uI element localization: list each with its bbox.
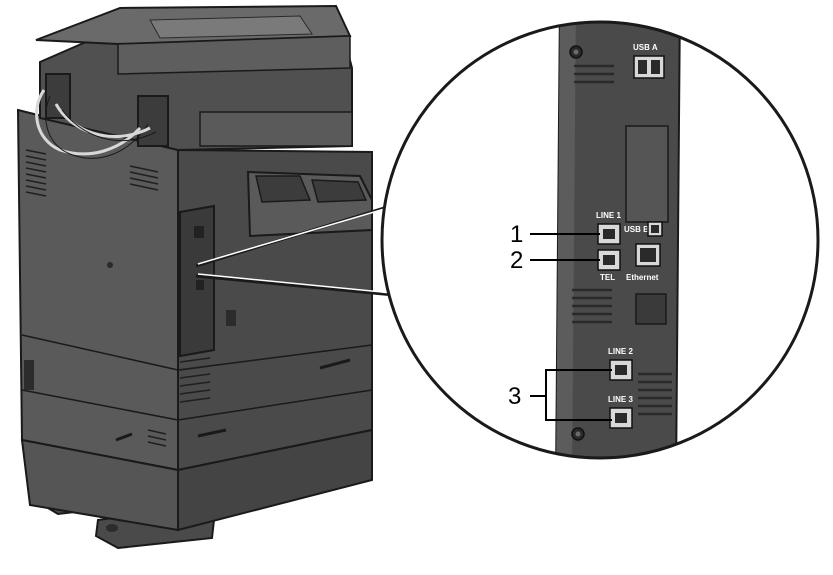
zoomed-connection-panel: USB A LINE 1 USB B TEL Ethernet [554, 22, 682, 458]
line2-label: LINE 2 [608, 347, 633, 356]
line3-label: LINE 3 [608, 395, 633, 404]
callout-2-number: 2 [510, 247, 523, 274]
usb-a-label: USB A [633, 43, 658, 52]
tel-label: TEL [600, 273, 615, 282]
back-vents [25, 149, 211, 447]
printer-illustration [16, 4, 373, 550]
line1-label: LINE 1 [596, 211, 621, 220]
callout-3: 3 [508, 369, 612, 421]
callout-2: 2 [510, 247, 600, 274]
cable-hooks [35, 73, 169, 159]
usb-b-label: USB B [624, 225, 649, 234]
callout-3-number: 3 [508, 383, 521, 410]
callout-1-number: 1 [510, 221, 523, 248]
zoom-circle-outline [380, 20, 820, 460]
output-tray [246, 170, 373, 238]
zoom-connector-lines [195, 198, 411, 298]
ethernet-label: Ethernet [626, 273, 659, 282]
callout-1: 1 [510, 221, 600, 248]
